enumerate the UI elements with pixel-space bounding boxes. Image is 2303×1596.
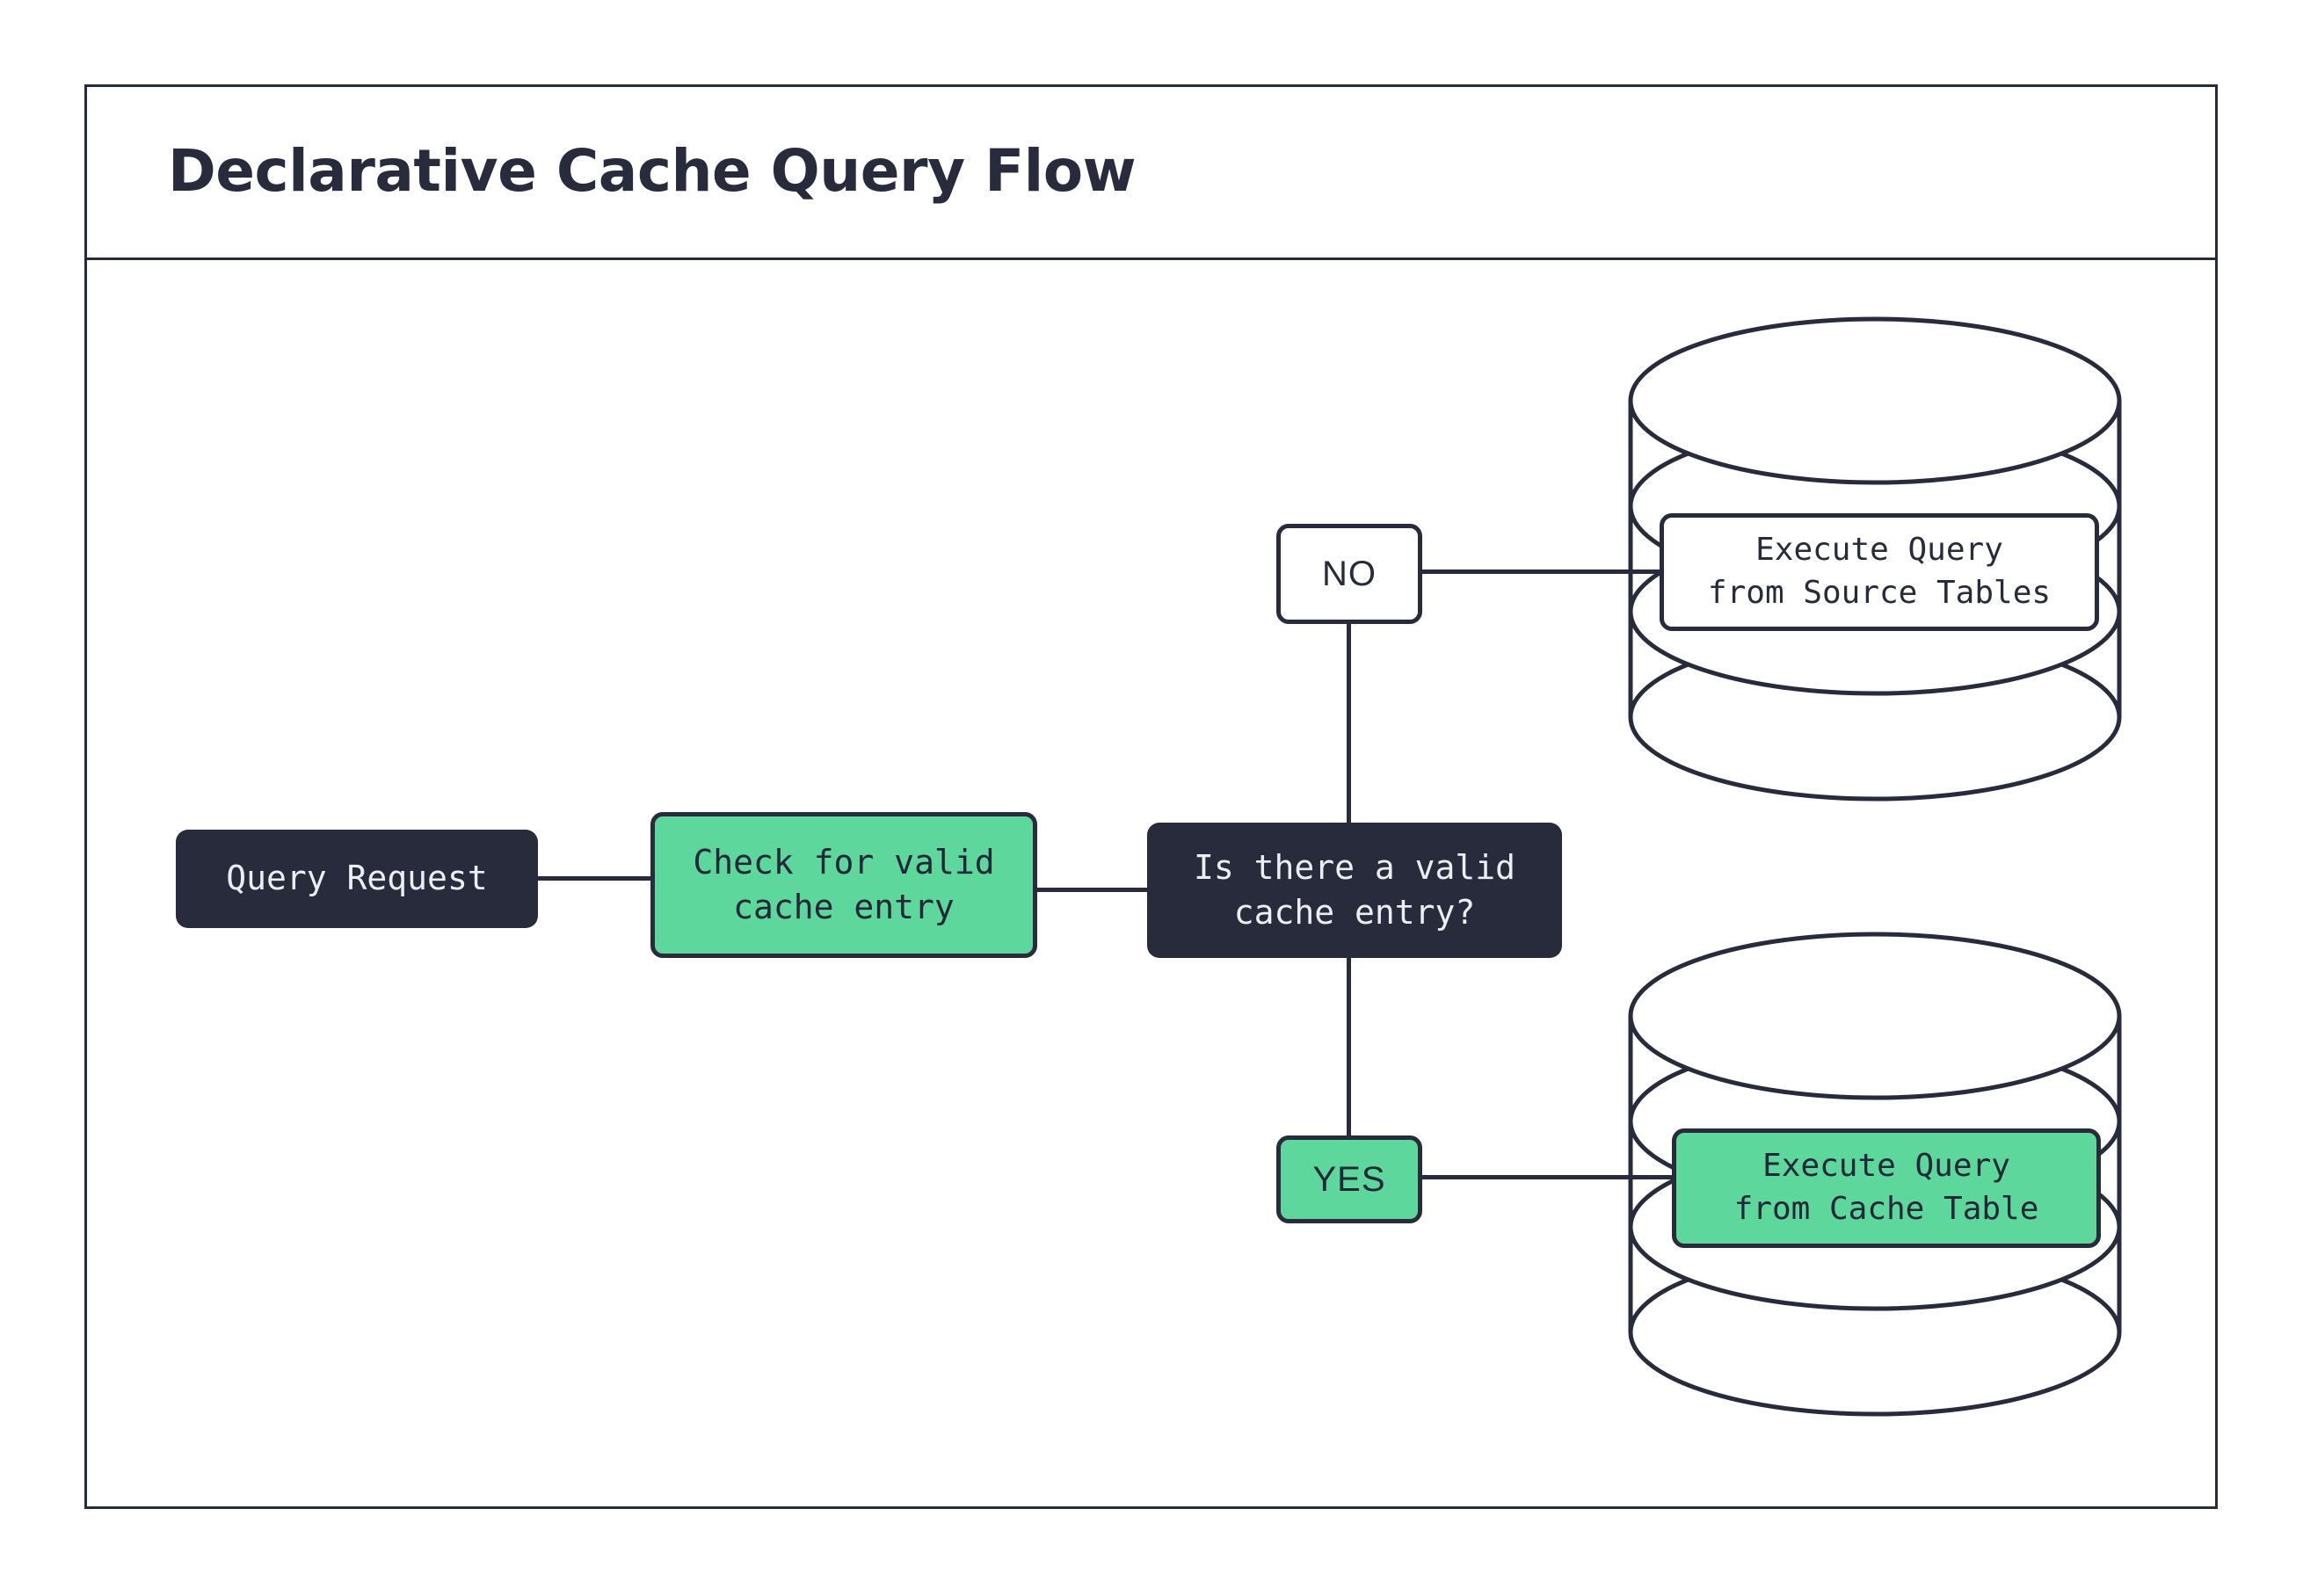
branch-label-yes[interactable]: YES (1276, 1135, 1422, 1223)
edge-decision-to-no (1347, 620, 1351, 826)
edge-decision-to-yes (1347, 954, 1351, 1139)
edge-query-request-to-check (534, 876, 656, 881)
node-query-request[interactable]: Query Request (176, 830, 538, 928)
edge-check-to-decision (1034, 888, 1152, 892)
branch-label-no[interactable]: NO (1276, 524, 1422, 624)
node-execute-query-from-cache-table[interactable]: Execute Query from Cache Table (1672, 1128, 2101, 1248)
node-is-there-a-valid-cache-entry[interactable]: Is there a valid cache entry? (1147, 823, 1562, 958)
node-check-for-valid-cache-entry[interactable]: Check for valid cache entry (650, 812, 1037, 958)
page-title: Declarative Cache Query Flow (168, 137, 1137, 205)
node-execute-query-from-source-tables[interactable]: Execute Query from Source Tables (1660, 513, 2099, 631)
title-bar: Declarative Cache Query Flow (84, 84, 2218, 260)
edge-no-to-source-db (1419, 569, 1675, 574)
edge-yes-to-cache-db (1419, 1175, 1675, 1179)
